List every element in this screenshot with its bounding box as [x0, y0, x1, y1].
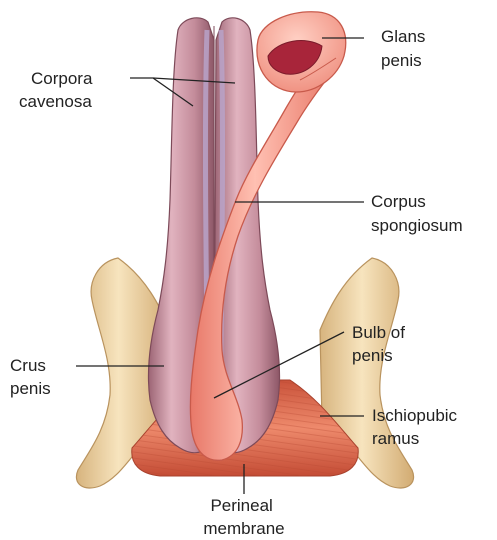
label-crus-penis: Crus penis: [10, 356, 51, 398]
label-corpus-spongiosum: Corpus spongiosum: [371, 192, 463, 235]
label-glans-penis: Glans penis: [381, 27, 430, 70]
label-perineal-membrane: Perineal membrane: [203, 496, 284, 538]
label-corpora-cavernosa: Corpora cavenosa: [19, 69, 97, 111]
